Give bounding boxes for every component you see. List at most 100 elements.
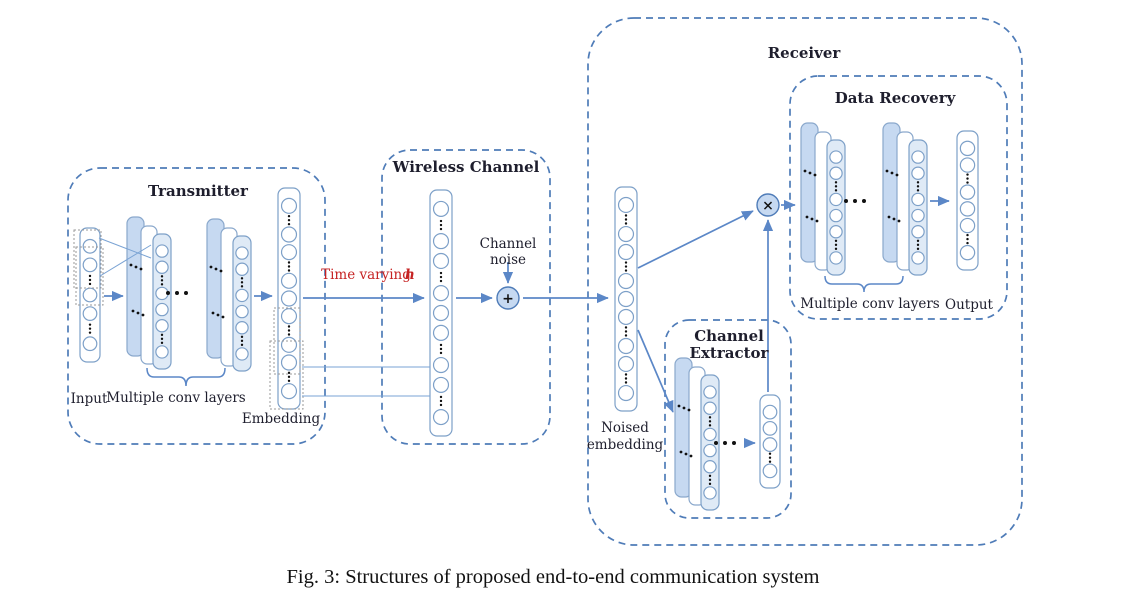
neuron (959, 217, 976, 234)
output-label: Output (945, 297, 994, 313)
neuron (703, 385, 717, 399)
neuron (432, 304, 450, 322)
dot-cluster (209, 265, 213, 269)
vertical-dots (768, 456, 772, 459)
dot-cluster (805, 215, 809, 219)
noised-to-extractor-arrow (637, 329, 674, 413)
vertical-dots (966, 181, 969, 184)
neuron (280, 354, 298, 371)
embedding-label: Embedding (242, 411, 321, 427)
vertical-dots (88, 274, 92, 278)
dot-cluster (682, 406, 686, 410)
vertical-dots (768, 452, 772, 455)
channel-noise-label-line1: Channel (480, 236, 537, 252)
neuron (703, 427, 717, 442)
neuron (432, 252, 450, 270)
neuron (235, 321, 249, 335)
vertical-dots (439, 279, 443, 283)
neuron (617, 308, 635, 326)
neuron (829, 251, 843, 265)
vertical-dots (439, 347, 443, 351)
neuron (432, 285, 450, 302)
dot-cluster (808, 171, 812, 175)
dot-cluster (131, 309, 135, 313)
network-layers (73, 122, 979, 511)
ellipsis-dots (184, 291, 188, 295)
vertical-dots (439, 343, 443, 347)
ellipsis-dots (166, 291, 170, 295)
dot-cluster (810, 217, 814, 221)
time-varying-label: Time varying (321, 267, 411, 283)
ellipsis-dots (175, 291, 179, 295)
recovery-conv-label: Multiple conv layers (800, 296, 940, 312)
vertical-dots (708, 482, 712, 486)
neuron (617, 196, 635, 214)
vertical-dots (88, 282, 92, 286)
neuron (617, 272, 635, 290)
vertical-dots (916, 189, 920, 192)
vertical-dots (834, 243, 838, 247)
dot-cluster (141, 313, 145, 317)
dot-cluster (885, 169, 889, 173)
neuron (703, 460, 717, 474)
dot-cluster (136, 311, 140, 315)
vertical-dots (439, 271, 443, 275)
transmitter-box (67, 167, 326, 445)
neuron (235, 246, 249, 260)
dot-cluster (895, 173, 899, 177)
vertical-dots (240, 285, 244, 288)
dot-cluster (134, 265, 138, 269)
neuron (617, 290, 635, 308)
vertical-dots (768, 460, 772, 463)
multiplier-node (756, 193, 780, 217)
ellipsis-dots (732, 441, 736, 445)
vertical-dots (916, 243, 920, 247)
neuron (762, 404, 778, 420)
input-receptive-line (99, 244, 152, 277)
vertical-dots (88, 331, 92, 334)
vertical-dots (287, 261, 291, 264)
neuron (829, 208, 843, 223)
dot-cluster (887, 215, 891, 219)
neuron (762, 420, 778, 436)
vertical-dots (916, 247, 920, 251)
dot-cluster (139, 267, 143, 271)
neuron (617, 355, 635, 373)
neuron (432, 233, 450, 250)
vertical-dots (439, 403, 443, 407)
dot-cluster (892, 217, 896, 221)
vertical-dots (287, 214, 291, 218)
adder-node (496, 286, 520, 310)
channel-noise-label-line2: noise (490, 252, 526, 268)
vertical-dots (160, 333, 164, 337)
vertical-dots (439, 399, 443, 403)
neuron (82, 238, 98, 254)
vertical-dots (834, 247, 838, 251)
channel-extractor-title-line1: Channel (694, 327, 764, 345)
vertical-dots (916, 181, 920, 184)
neuron (617, 337, 635, 355)
dot-cluster (684, 452, 688, 456)
vertical-dots (834, 185, 838, 188)
neuron (762, 463, 778, 479)
vertical-dots (624, 377, 628, 380)
vertical-dots (916, 185, 920, 188)
dot-cluster (679, 450, 683, 454)
vertical-dots (287, 269, 291, 272)
vertical-dots (624, 214, 628, 217)
data-recovery-box (789, 75, 1008, 320)
vertical-dots (916, 239, 920, 243)
figure-caption: Fig. 3: Structures of proposed end-to-en… (287, 566, 820, 588)
vertical-dots (88, 278, 92, 282)
neuron (155, 319, 169, 333)
vertical-dots (966, 233, 969, 237)
vertical-dots (287, 379, 291, 383)
vertical-dots (160, 337, 164, 341)
vertical-dots (708, 416, 712, 419)
embedding-window-overlay (273, 307, 301, 375)
channel-extractor-title-line2: Extractor (690, 344, 770, 362)
vertical-dots (287, 325, 291, 328)
vertical-dots (287, 333, 291, 336)
vertical-dots (439, 219, 443, 223)
vertical-dots (966, 177, 969, 180)
